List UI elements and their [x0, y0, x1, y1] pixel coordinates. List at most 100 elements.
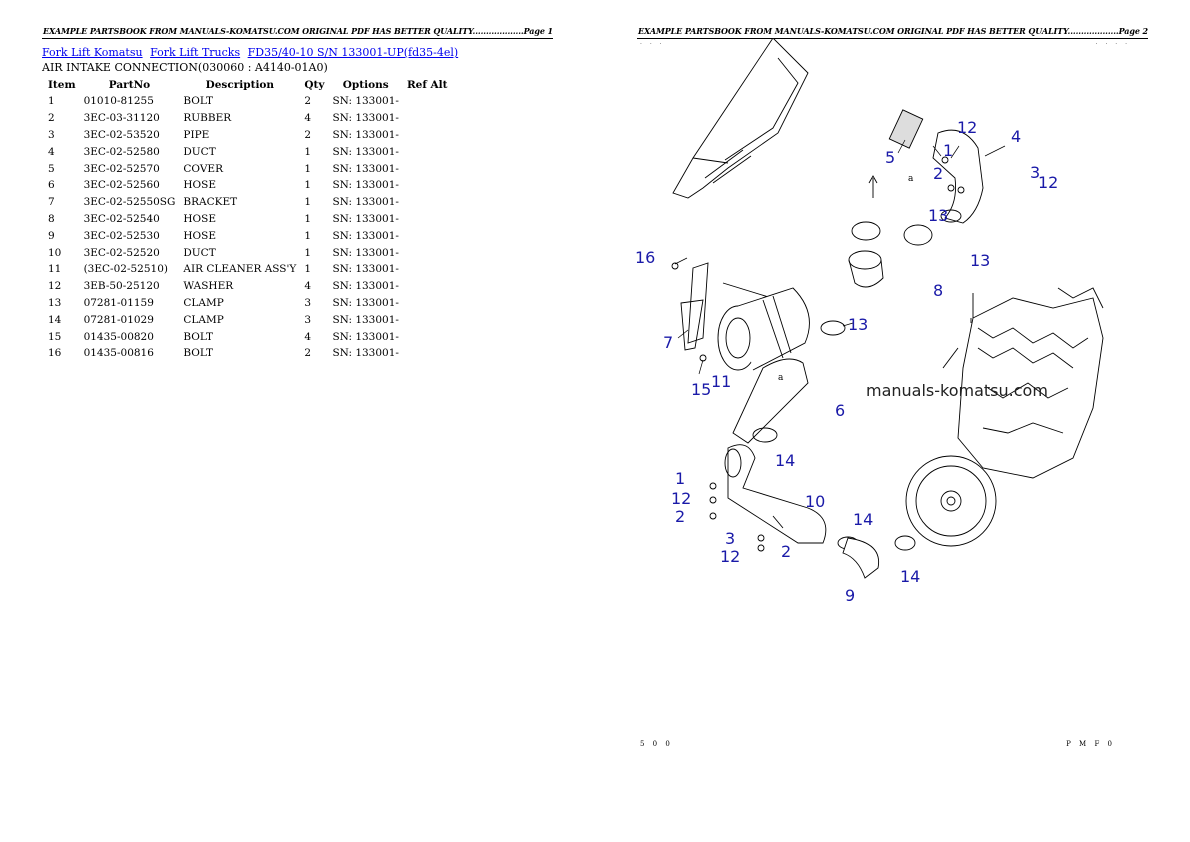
cell-qty: 1 [304, 179, 312, 192]
cell-qty: 1 [304, 212, 312, 225]
footer-page-code: 5 0 0 [640, 740, 673, 748]
cell-partno: 01010-81255 [83, 95, 154, 108]
callout-number: 7 [663, 333, 673, 352]
hose-part [732, 358, 809, 444]
callout-number: 9 [845, 586, 855, 605]
breadcrumb-link-model[interactable]: FD35/40-10 S/N 133001-UP(fd35-4el) [247, 46, 459, 59]
column-header-ref-alt: Ref Alt [406, 79, 448, 91]
cell-ref-alt [403, 261, 452, 278]
column-header-partno: PartNo [108, 79, 151, 91]
cell-options: SN: 133001- [332, 330, 399, 343]
cell-item: 2 [48, 112, 55, 125]
cell-description: WASHER [183, 280, 234, 293]
cell-partno: 3EC-02-52540 [83, 212, 160, 225]
callout-number: 1 [943, 141, 953, 160]
cell-partno: 3EC-02-52580 [83, 145, 160, 158]
cell-qty: 1 [304, 162, 312, 175]
cell-partno: 07281-01159 [83, 296, 154, 309]
cell-options: SN: 133001- [332, 128, 399, 141]
cell-options: SN: 133001- [332, 196, 399, 209]
cell-ref-alt [403, 295, 452, 312]
cell-item: 9 [48, 229, 55, 242]
cell-qty: 1 [304, 196, 312, 209]
cell-qty: 1 [304, 145, 312, 158]
cell-qty: 4 [304, 330, 312, 343]
cell-options: SN: 133001- [332, 229, 399, 242]
cell-ref-alt [403, 127, 452, 144]
cell-partno: 3EC-02-52530 [83, 229, 160, 242]
cell-qty: 4 [304, 280, 312, 293]
cell-ref-alt [403, 278, 452, 295]
cell-description: BOLT [183, 347, 214, 360]
cell-description: COVER [183, 162, 224, 175]
cell-description: DUCT [183, 145, 216, 158]
callout-number: 16 [635, 248, 655, 267]
cell-partno: 01435-00816 [83, 347, 154, 360]
callout-number: 11 [711, 372, 731, 391]
callout-number: 13 [848, 315, 868, 334]
breadcrumb-link-brand[interactable]: Fork Lift Komatsu [42, 46, 143, 59]
registration-marks: · · · · [1095, 41, 1130, 48]
duct-part [724, 444, 827, 544]
hose-part [837, 535, 916, 579]
callout-number: 12 [671, 489, 691, 508]
cell-options: SN: 133001- [332, 145, 399, 158]
callout-number: 13 [928, 206, 948, 225]
cell-item: 1 [48, 95, 55, 108]
cell-partno: 01435-00820 [83, 330, 154, 343]
cell-options: SN: 133001- [332, 162, 399, 175]
table-row: 4 3EC-02-52580 DUCT 1 SN: 133001- [44, 143, 452, 160]
callout-number: 8 [933, 281, 943, 300]
cell-description: BOLT [183, 330, 214, 343]
cell-description: HOSE [183, 229, 217, 242]
cell-options: SN: 133001- [332, 179, 399, 192]
table-header-row: Item PartNo Description Qty Options Ref … [44, 77, 452, 93]
section-title: AIR INTAKE CONNECTION(030060 : A4140-01A… [42, 61, 328, 74]
callout-number: 10 [805, 492, 825, 511]
cell-description: CLAMP [183, 296, 224, 309]
cell-qty: 4 [304, 112, 312, 125]
callout-number: 1 [675, 469, 685, 488]
cell-ref-alt [403, 328, 452, 345]
cell-partno: 3EC-02-53520 [83, 128, 160, 141]
cell-qty: 3 [304, 296, 312, 309]
callout-number: 2 [781, 542, 791, 561]
cell-partno: 3EC-03-31120 [83, 112, 160, 125]
cell-options: SN: 133001- [332, 212, 399, 225]
page-header: EXAMPLE PARTSBOOK FROM MANUALS-KOMATSU.C… [42, 26, 553, 39]
cell-description: PIPE [183, 128, 210, 141]
cell-description: HOSE [183, 179, 217, 192]
column-header-item: Item [48, 79, 76, 91]
callout-number: 12 [1038, 173, 1058, 192]
cell-qty: 1 [304, 263, 312, 276]
callout-number: 15 [691, 380, 711, 399]
cell-item: 4 [48, 145, 55, 158]
cell-options: SN: 133001- [332, 296, 399, 309]
cell-partno: 3EB-50-25120 [83, 280, 160, 293]
callout-number: 2 [933, 164, 943, 183]
cell-item: 11 [48, 263, 62, 276]
cell-options: SN: 133001- [332, 263, 399, 276]
cell-partno: 07281-01029 [83, 313, 154, 326]
air-cleaner-part [680, 262, 846, 371]
breadcrumb: Fork Lift Komatsu Fork Lift Trucks FD35/… [42, 46, 462, 59]
cell-options: SN: 133001- [332, 280, 399, 293]
cell-item: 10 [48, 246, 62, 259]
callout-number: 12 [957, 118, 977, 137]
cell-description: BOLT [183, 95, 214, 108]
callout-number: 2 [675, 507, 685, 526]
callout-number: 3 [1030, 163, 1040, 182]
callout-number: 13 [970, 251, 990, 270]
breadcrumb-link-category[interactable]: Fork Lift Trucks [150, 46, 241, 59]
cell-qty: 2 [304, 347, 312, 360]
cell-partno: 3EC-02-52520 [83, 246, 160, 259]
